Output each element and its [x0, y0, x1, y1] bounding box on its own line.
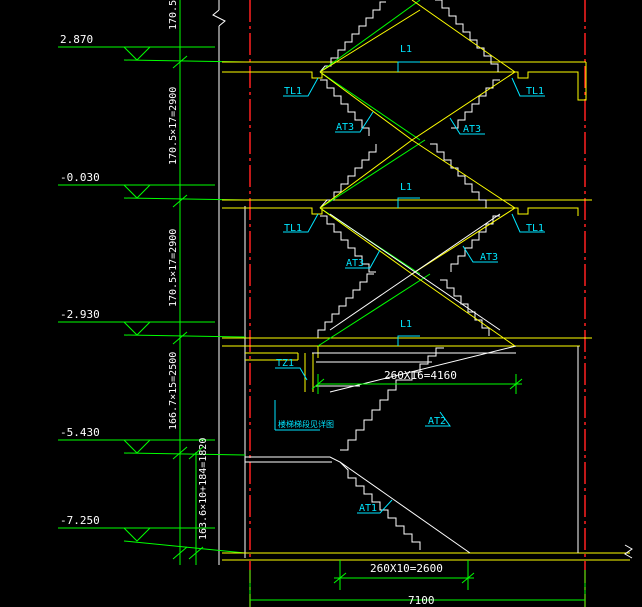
- elevation-minus-7250: -7.250: [60, 514, 100, 527]
- elevation-minus-0030: -0.030: [60, 171, 100, 184]
- vdim-flight-3: 166.7×15=2500: [168, 352, 179, 430]
- stair-flights: [245, 0, 517, 554]
- label-l1-1: L1: [400, 44, 412, 55]
- label-leaders: [274, 61, 545, 514]
- right-wall-edge: [577, 346, 633, 559]
- dim-total-width: 7100: [408, 594, 435, 607]
- horizontal-dimensions: [249, 374, 586, 607]
- vdim-flight-2: 170.5×17=2900: [168, 229, 179, 307]
- stair-slab-lines: [317, 0, 431, 347]
- note-flight-detail: 楼梯梯段见详图: [278, 419, 334, 429]
- label-at3-4: AT3: [480, 252, 498, 263]
- middle-cross-lines: [329, 213, 501, 331]
- label-at3-3: AT3: [346, 258, 364, 269]
- grid-axis-lines: [249, 0, 586, 607]
- left-wall-edge: [212, 0, 246, 565]
- label-l1-2: L1: [400, 182, 412, 193]
- vdim-flight-1: 170.5×17=2900: [168, 87, 179, 165]
- elevation-2870: 2.870: [60, 33, 93, 46]
- label-tz1: TZ1: [276, 358, 294, 369]
- dim-upper-run: 260X16=4160: [384, 369, 457, 382]
- label-l1-3: L1: [400, 319, 412, 330]
- label-at3-2: AT3: [463, 124, 481, 135]
- stair-crossing-lines: [319, 0, 516, 347]
- label-at2: AT2: [428, 416, 446, 427]
- label-tl1-1: TL1: [284, 86, 302, 97]
- label-tl1-4: TL1: [526, 223, 544, 234]
- label-at3-1: AT3: [336, 122, 354, 133]
- vdim-top: 170.5x: [168, 0, 179, 30]
- elevation-markers: [58, 46, 246, 554]
- label-tl1-2: TL1: [526, 86, 544, 97]
- vdim-flight-4: 163.6×10+184=1820: [198, 438, 209, 540]
- label-at1: AT1: [359, 503, 377, 514]
- elevation-minus-2930: -2.930: [60, 308, 100, 321]
- label-tl1-3: TL1: [284, 223, 302, 234]
- elevation-minus-5430: -5.430: [60, 426, 100, 439]
- slabs-and-beams: [222, 61, 630, 561]
- dim-lower-run: 260X10=2600: [370, 562, 443, 575]
